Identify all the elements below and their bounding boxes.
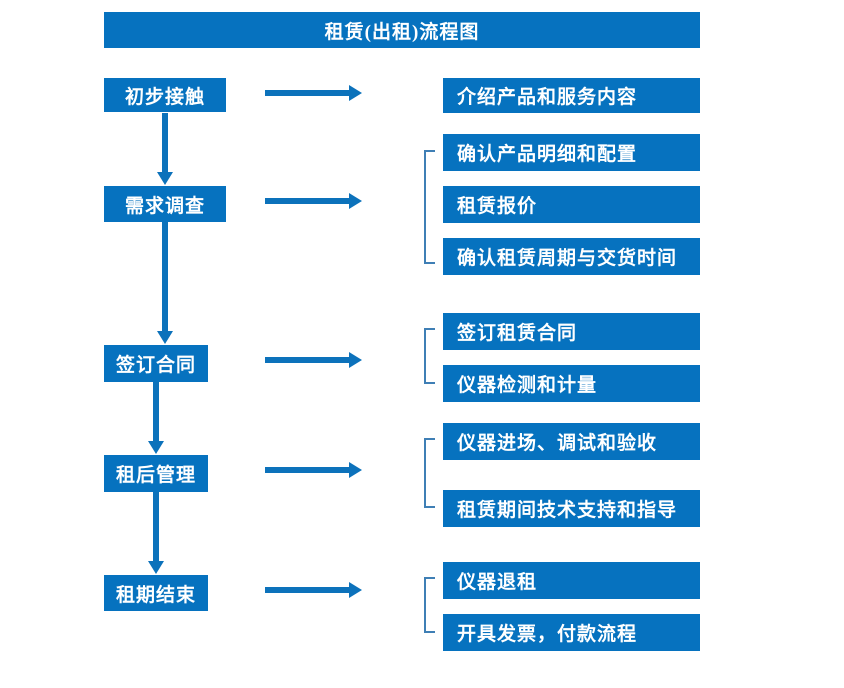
arrow-head-icon [148, 441, 164, 454]
arrow-shaft [265, 467, 349, 473]
arrow-rental-end-to-details [265, 582, 362, 598]
arrow-shaft [162, 222, 168, 331]
bracket-tick-top [424, 577, 435, 579]
detail-box-sign-rental-contract[interactable]: 签订租赁合同 [443, 313, 700, 350]
arrow-stage-2-to-stage-3 [157, 222, 173, 344]
stage-box-requirement-survey[interactable]: 需求调查 [104, 186, 226, 222]
arrow-initial-contact-to-details [265, 85, 362, 101]
arrow-head-icon [349, 193, 362, 209]
arrow-shaft [153, 492, 159, 561]
arrow-shaft [265, 587, 349, 593]
detail-box-rental-quotation[interactable]: 租赁报价 [443, 186, 700, 223]
bracket-tick-bottom [424, 506, 435, 508]
arrow-head-icon [349, 352, 362, 368]
group-bracket-closing [424, 577, 435, 633]
page-title: 租赁(出租)流程图 [104, 12, 700, 48]
detail-box-confirm-product-details[interactable]: 确认产品明细和配置 [443, 134, 700, 171]
detail-box-instrument-entry-commissioning[interactable]: 仪器进场、调试和验收 [443, 423, 700, 460]
arrow-head-icon [148, 561, 164, 574]
stage-box-initial-contact[interactable]: 初步接触 [104, 78, 226, 112]
arrow-shaft [162, 113, 168, 172]
group-bracket-contract [424, 328, 435, 384]
bracket-spine [424, 577, 426, 633]
detail-box-invoice-payment[interactable]: 开具发票，付款流程 [443, 614, 700, 651]
bracket-tick-top [424, 328, 435, 330]
arrow-stage-3-to-stage-4 [148, 382, 164, 454]
bracket-tick-bottom [424, 382, 435, 384]
stage-box-sign-contract[interactable]: 签订合同 [104, 345, 208, 382]
arrow-head-icon [349, 462, 362, 478]
group-bracket-requirements [424, 150, 435, 264]
bracket-spine [424, 328, 426, 384]
bracket-tick-top [424, 438, 435, 440]
bracket-tick-bottom [424, 631, 435, 633]
bracket-spine [424, 438, 426, 508]
arrow-stage-1-to-stage-2 [157, 113, 173, 185]
arrow-shaft [265, 198, 349, 204]
detail-box-technical-support[interactable]: 租赁期间技术支持和指导 [443, 490, 700, 527]
detail-box-introduce-products[interactable]: 介绍产品和服务内容 [443, 78, 700, 113]
arrow-shaft [265, 90, 349, 96]
bracket-spine [424, 150, 426, 264]
arrow-head-icon [349, 85, 362, 101]
arrow-stage-4-to-stage-5 [148, 492, 164, 574]
arrow-head-icon [157, 331, 173, 344]
arrow-shaft [265, 357, 349, 363]
bracket-tick-top [424, 150, 435, 152]
detail-box-confirm-rental-period[interactable]: 确认租赁周期与交货时间 [443, 238, 700, 275]
arrow-head-icon [157, 172, 173, 185]
arrow-post-rental-to-details [265, 462, 362, 478]
arrow-shaft [153, 382, 159, 441]
group-bracket-management [424, 438, 435, 508]
detail-box-instrument-return[interactable]: 仪器退租 [443, 562, 700, 599]
arrow-sign-contract-to-details [265, 352, 362, 368]
stage-box-post-rental-management[interactable]: 租后管理 [104, 455, 208, 492]
stage-box-rental-end[interactable]: 租期结束 [104, 575, 208, 611]
arrow-requirement-survey-to-details [265, 193, 362, 209]
arrow-head-icon [349, 582, 362, 598]
bracket-tick-bottom [424, 262, 435, 264]
detail-box-instrument-inspection[interactable]: 仪器检测和计量 [443, 365, 700, 402]
